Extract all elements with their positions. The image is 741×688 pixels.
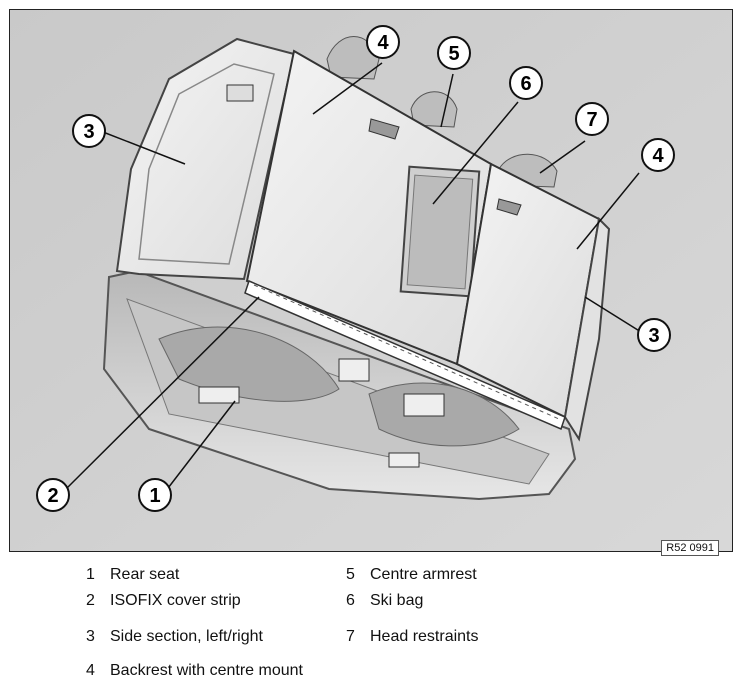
- isofix-cover-strip: [244, 279, 566, 431]
- legend-item-6: 6 Ski bag: [346, 592, 423, 610]
- legend-text-4: Backrest with centre mount: [110, 662, 303, 679]
- head-restraint-centre: [410, 91, 458, 128]
- legend-text-6: Ski bag: [370, 592, 424, 609]
- legend-item-1: 1 Rear seat: [86, 566, 179, 584]
- callout-3-right: 3: [637, 318, 671, 352]
- side-section-right: [563, 216, 611, 442]
- seat-illustration: 1 2 3 3 4 4 5 6 7 R52 0991: [9, 9, 733, 556]
- legend-item-5: 5 Centre armrest: [346, 566, 477, 584]
- callout-7: 7: [575, 102, 609, 136]
- callout-label-3-right: 3: [648, 325, 659, 347]
- callout-3-left: 3: [72, 114, 106, 148]
- legend-num-5: 5: [346, 566, 355, 583]
- callout-2: 2: [36, 478, 70, 512]
- legend-text-2: ISOFIX cover strip: [110, 592, 241, 609]
- callout-label-2: 2: [47, 485, 58, 507]
- callout-label-4-right: 4: [652, 145, 664, 167]
- callout-6: 6: [509, 66, 543, 100]
- callout-label-7: 7: [586, 109, 597, 131]
- legend-num-7: 7: [346, 628, 355, 645]
- callout-label-6: 6: [520, 73, 531, 95]
- legend-text-3: Side section, left/right: [110, 628, 263, 645]
- legend-text-1: Rear seat: [110, 566, 180, 583]
- legend-num-2: 2: [86, 592, 95, 609]
- legend-item-3: 3 Side section, left/right: [86, 628, 263, 646]
- legend-text-7: Head restraints: [370, 628, 479, 645]
- legend-item-2: 2 ISOFIX cover strip: [86, 592, 241, 610]
- figure-id: R52 0991: [661, 540, 719, 556]
- legend-num-6: 6: [346, 592, 355, 609]
- leader-lines: [64, 62, 642, 493]
- callout-1: 1: [138, 478, 172, 512]
- callout-markers: 1 2 3 3 4 4 5 6 7: [36, 25, 675, 512]
- legend-item-4: 4 Backrest with centre mount: [86, 662, 303, 680]
- legend-item-7: 7 Head restraints: [346, 628, 479, 646]
- callout-4-right: 4: [641, 138, 675, 172]
- callout-4-left: 4: [366, 25, 400, 59]
- callout-label-1: 1: [149, 485, 160, 507]
- legend-num-4: 4: [86, 662, 95, 679]
- callout-label-3-left: 3: [83, 121, 94, 143]
- callout-label-4-left: 4: [377, 32, 389, 54]
- legend-num-1: 1: [86, 566, 95, 583]
- legend-num-3: 3: [86, 628, 95, 645]
- head-restraint-left: [326, 36, 380, 80]
- callout-label-5: 5: [448, 43, 459, 65]
- callout-5: 5: [437, 36, 471, 70]
- legend-text-5: Centre armrest: [370, 566, 477, 583]
